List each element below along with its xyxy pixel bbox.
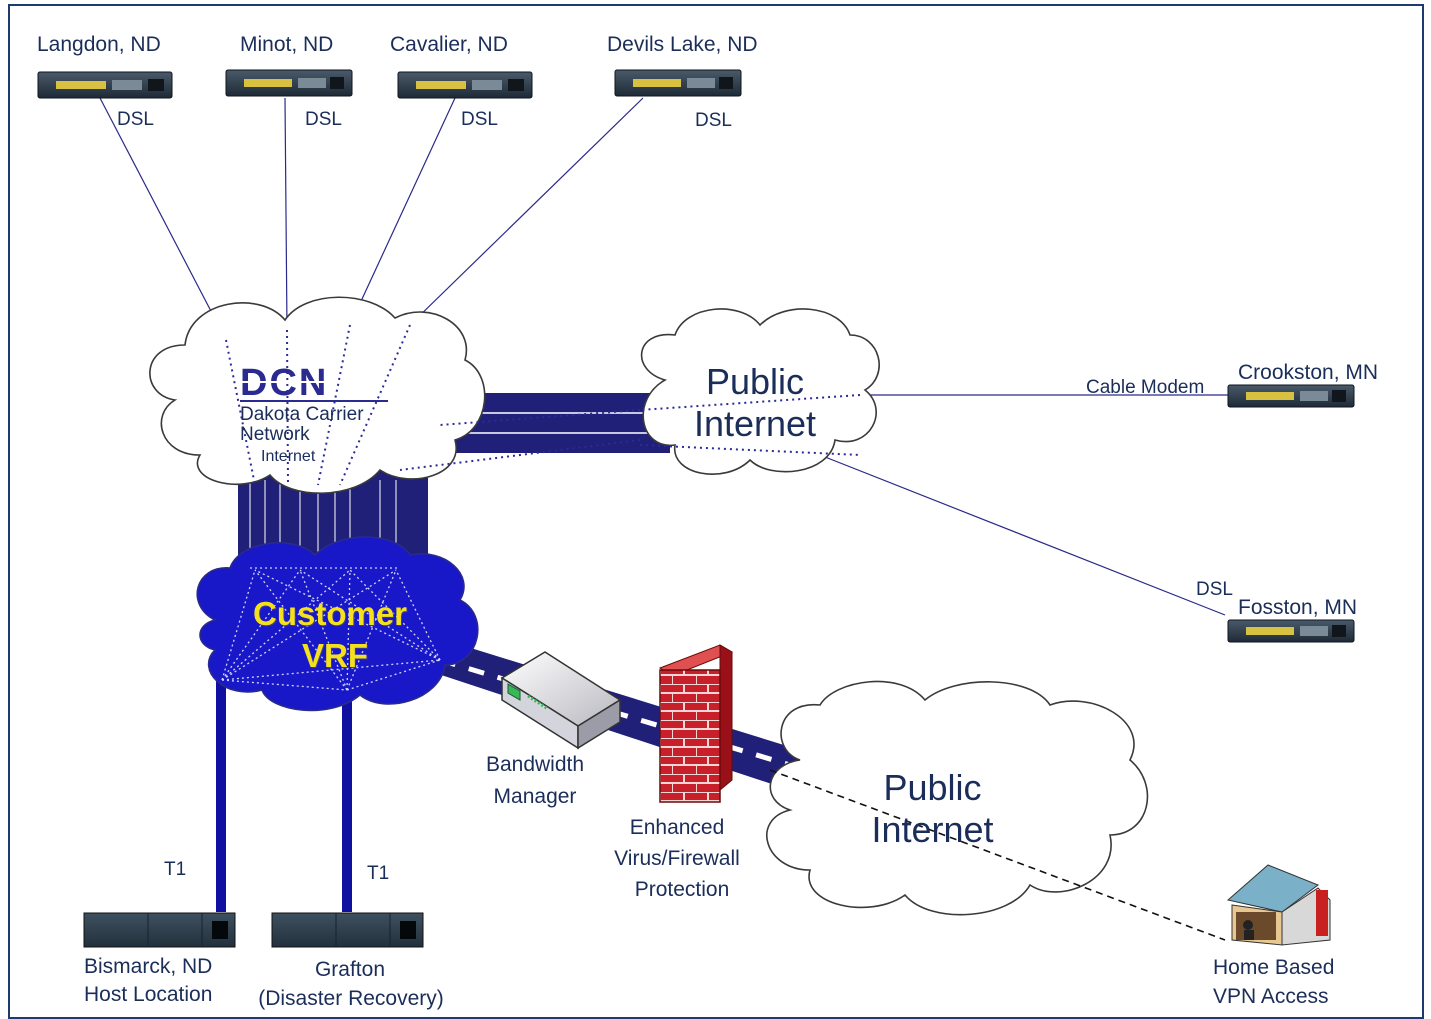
router-devils-lake xyxy=(614,69,742,97)
site-label-bismarck-line1: Bismarck, ND xyxy=(84,955,213,978)
link-label-dsl-minot: DSL xyxy=(305,109,342,130)
dsl-line-fosston xyxy=(819,454,1226,616)
public-internet-bottom-cloud xyxy=(766,680,1149,916)
customer-vrf-title-line2: VRF xyxy=(302,637,368,674)
link-label-cable-modem: Cable Modem xyxy=(1086,377,1205,398)
vpn-tunnel-line xyxy=(769,769,1226,941)
home-label-line2: VPN Access xyxy=(1213,985,1329,1008)
dsl-line-cavalier xyxy=(349,97,456,326)
site-label-minot: Minot, ND xyxy=(240,33,334,56)
site-label-grafton-line1: Grafton xyxy=(314,958,386,981)
link-label-dsl-cavalier: DSL xyxy=(461,109,498,130)
bandwidth-manager-label-line2: Manager xyxy=(493,785,577,808)
site-label-crookston: Crookston, MN xyxy=(1238,361,1379,384)
public-internet-bottom-title-line1: Public xyxy=(883,767,982,808)
customer-vrf-cloud xyxy=(196,536,479,712)
dcn-label-line1: Dakota Carrier xyxy=(240,404,364,425)
home-label-line1: Home Based xyxy=(1213,956,1335,979)
link-label-t1-grafton: T1 xyxy=(367,863,390,884)
firewall-label-line1: Enhanced xyxy=(629,816,725,839)
router-cavalier xyxy=(397,71,533,99)
dcn-cloud xyxy=(149,296,486,494)
t1-trunk-grafton xyxy=(342,690,352,912)
public-internet-top-cloud xyxy=(640,308,880,475)
link-label-dsl-devils-lake: DSL xyxy=(695,110,732,131)
t1-trunk-bismarck xyxy=(216,680,226,912)
link-label-t1-bismarck: T1 xyxy=(164,859,187,880)
site-label-bismarck-line2: Host Location xyxy=(84,983,213,1006)
t1-device-bismarck xyxy=(83,912,236,948)
firewall-label-line2: Virus/Firewall xyxy=(614,847,740,870)
site-label-langdon: Langdon, ND xyxy=(37,33,161,56)
dcn-label-line2: Network xyxy=(240,424,310,445)
router-minot xyxy=(225,69,353,97)
home-office-icon xyxy=(1226,864,1331,946)
t1-device-grafton xyxy=(271,912,424,948)
link-label-dsl-langdon: DSL xyxy=(117,109,154,130)
customer-vrf-title-line1: Customer xyxy=(252,595,408,632)
firewall-label-line3: Protection xyxy=(634,878,730,901)
public-internet-top-title-line2: Internet xyxy=(693,403,817,444)
router-crookston xyxy=(1227,384,1355,408)
site-label-fosston: Fosston, MN xyxy=(1238,596,1358,619)
site-label-cavalier: Cavalier, ND xyxy=(390,33,508,56)
router-langdon xyxy=(37,71,173,99)
dcn-logo: DCN xyxy=(240,362,388,404)
dsl-line-minot xyxy=(284,97,288,331)
router-fosston xyxy=(1227,619,1355,643)
firewall-icon xyxy=(658,644,734,803)
bandwidth-manager-icon xyxy=(500,651,622,750)
dsl-line-langdon xyxy=(99,97,227,341)
link-label-dsl-fosston: DSL xyxy=(1196,579,1233,600)
public-internet-top-title-line1: Public xyxy=(705,361,805,402)
dcn-label-line3: Internet xyxy=(261,448,316,465)
dsl-line-devils-lake xyxy=(409,97,644,326)
public-internet-bottom-title-line2: Internet xyxy=(871,809,994,850)
site-label-grafton-line2: (Disaster Recovery) xyxy=(258,987,444,1010)
bandwidth-manager-label-line1: Bandwidth xyxy=(485,753,585,776)
site-label-devils-lake: Devils Lake, ND xyxy=(607,33,758,56)
